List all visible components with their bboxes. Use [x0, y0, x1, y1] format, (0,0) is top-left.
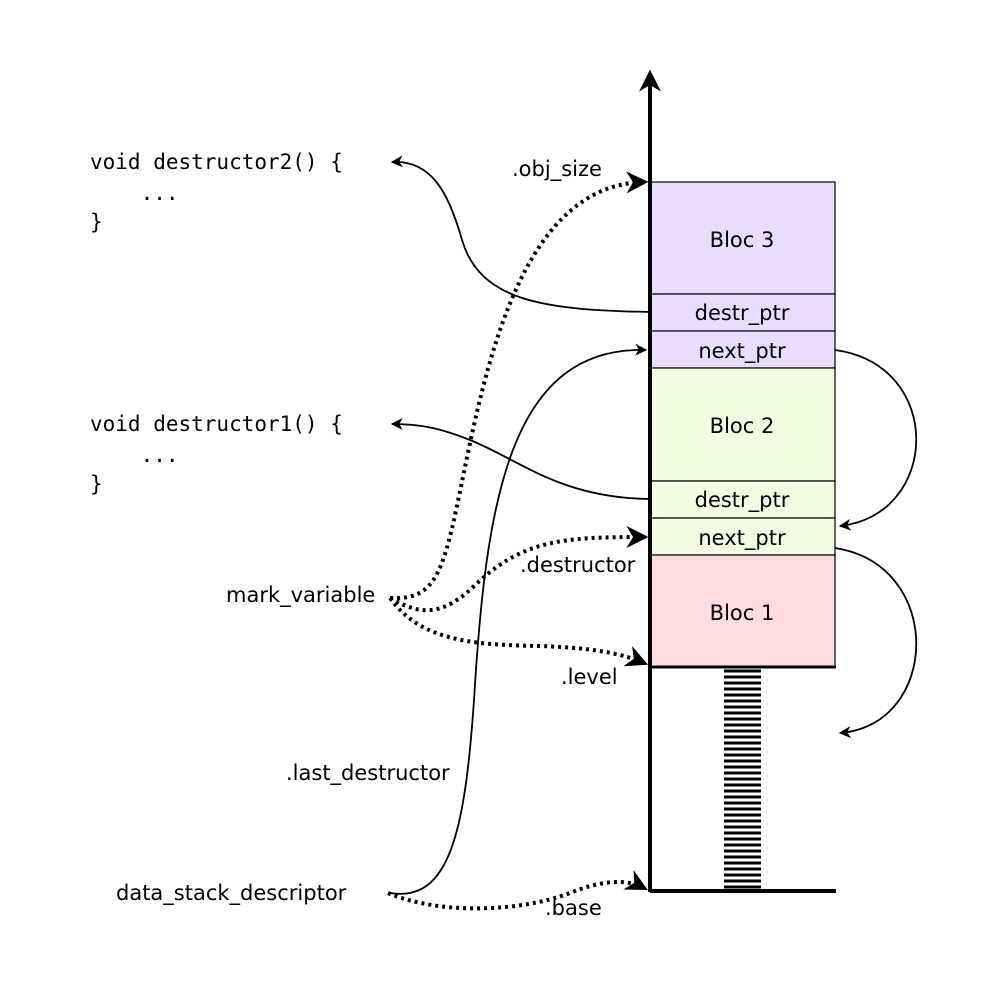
- level-label: .level: [561, 665, 618, 689]
- bloc2-next-ptr-label: next_ptr: [698, 526, 786, 551]
- destructor2-code-line-3: }: [90, 210, 103, 234]
- bloc3-destr-ptr-arrow: [390, 155, 651, 313]
- destructor2-code-line-1: void destructor2() {: [90, 150, 343, 174]
- last-destructor-arrow: [389, 343, 648, 895]
- bloc3-next-ptr-box: [649, 330, 836, 369]
- destructor-arrow: [389, 526, 649, 613]
- bloc2-label: Bloc 2: [710, 414, 775, 438]
- bloc3-destr-ptr-box: [649, 293, 836, 332]
- free-stack-hatch: [724, 669, 761, 889]
- obj-size-label: .obj_size: [512, 157, 602, 182]
- destructor2-code-line-2: ...: [90, 181, 179, 205]
- bloc3-destr-ptr-label: destr_ptr: [695, 301, 790, 326]
- bloc3-next-ptr-label: next_ptr: [698, 339, 786, 364]
- bloc2-next-ptr-arrow: [834, 547, 918, 739]
- base-label: .base: [545, 896, 602, 920]
- destructor1-code-line-1: void destructor1() {: [90, 412, 343, 436]
- data-stack-descriptor-label: data_stack_descriptor: [116, 881, 347, 906]
- mark-variable-label: mark_variable: [226, 583, 375, 608]
- bloc3-box: [649, 181, 836, 295]
- bloc2-destr-ptr-arrow: [390, 418, 651, 500]
- level-arrow: [388, 596, 649, 667]
- destructor1-code-line-2: ...: [90, 443, 179, 467]
- bloc1-label: Bloc 1: [710, 601, 775, 625]
- last-destructor-label: .last_destructor: [286, 761, 450, 786]
- bloc3-label: Bloc 3: [710, 228, 775, 252]
- bloc2-destr-ptr-label: destr_ptr: [695, 488, 790, 513]
- bloc2-box: [649, 367, 836, 482]
- destructor1-code-line-3: }: [90, 472, 103, 496]
- bloc3-next-ptr-arrow: [834, 349, 918, 531]
- destructor-label: .destructor: [520, 553, 636, 577]
